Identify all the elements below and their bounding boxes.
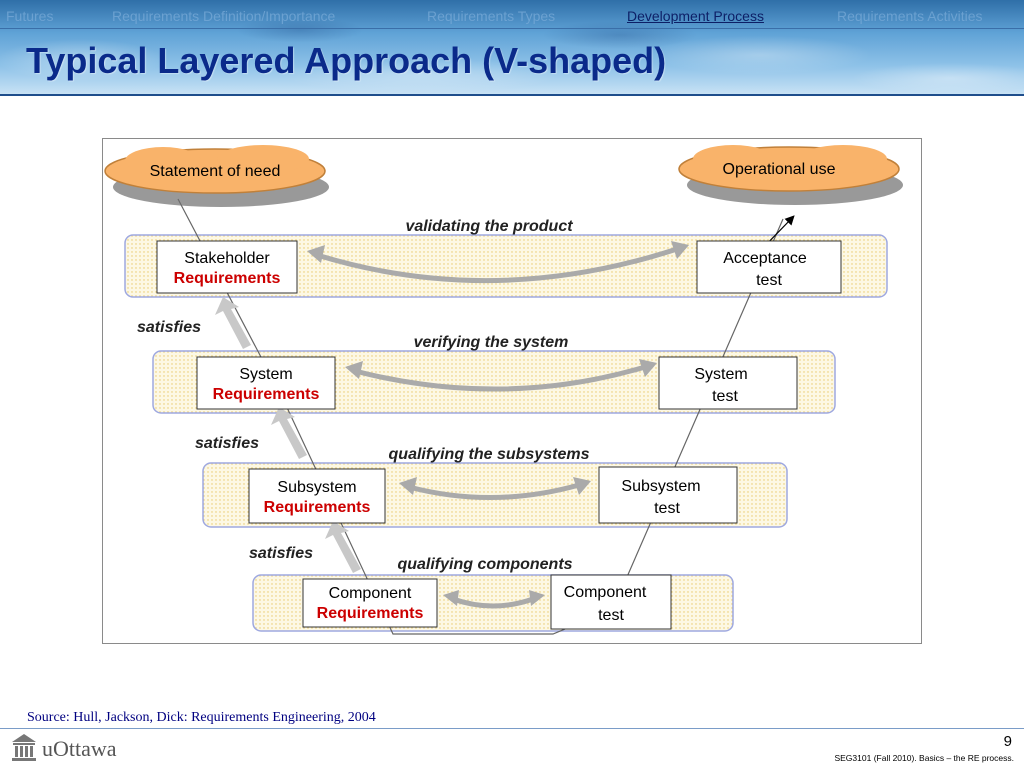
nav-item-development-process[interactable]: Development Process — [627, 8, 764, 24]
layer-3-caption: qualifying the subsystems — [389, 446, 590, 463]
qualify-components-arrow — [452, 596, 534, 609]
statement-of-need-cloud: Statement of need — [104, 145, 329, 207]
uottawa-logo-text: uOttawa — [42, 736, 117, 761]
nav-item-definition[interactable]: Requirements Definition/Importance — [112, 8, 336, 24]
satisfies-arrow-1 — [215, 297, 251, 349]
uottawa-building-icon — [10, 732, 38, 767]
verify-curve-arrow — [354, 364, 646, 392]
svg-text:Subsystem: Subsystem — [621, 478, 700, 495]
component-requirements-box: Component Requirements — [302, 578, 438, 628]
system-requirements-box: System Requirements — [196, 356, 336, 410]
operational-use-cloud: Operational use — [678, 145, 903, 205]
svg-text:test: test — [756, 272, 782, 289]
layer-4-caption: qualifying components — [397, 556, 572, 573]
satisfies-label-2: satisfies — [195, 435, 259, 452]
layer-1-caption: validating the product — [405, 218, 573, 235]
system-test-box: System test — [658, 356, 798, 410]
svg-text:test: test — [712, 388, 738, 405]
svg-text:Component: Component — [329, 585, 412, 602]
svg-text:test: test — [654, 500, 680, 517]
section-nav: Futures Requirements Definition/Importan… — [0, 6, 1024, 28]
statement-of-need-label: Statement of need — [150, 163, 281, 180]
nav-divider — [0, 28, 1024, 29]
nav-item-futures[interactable]: Futures — [6, 8, 54, 24]
subsystem-test-box: Subsystem test — [598, 466, 738, 524]
uottawa-logo: uOttawa — [10, 733, 117, 765]
satisfies-label-3: satisfies — [249, 545, 313, 562]
slide-title: Typical Layered Approach (V-shaped) — [26, 40, 667, 81]
satisfies-label-1: satisfies — [137, 319, 201, 336]
v-model-svg: Statement of need Operational use valida… — [104, 145, 903, 635]
page-number: 9 — [1003, 733, 1012, 750]
svg-text:Requirements: Requirements — [213, 386, 320, 403]
svg-text:Component: Component — [564, 584, 647, 601]
svg-text:System: System — [694, 366, 747, 383]
svg-text:Stakeholder: Stakeholder — [184, 250, 270, 267]
svg-text:Acceptance: Acceptance — [723, 250, 807, 267]
acceptance-test-box: Acceptance test — [696, 240, 842, 294]
svg-text:System: System — [239, 366, 292, 383]
subsystem-requirements-box: Subsystem Requirements — [248, 468, 386, 524]
slide-header: Futures Requirements Definition/Importan… — [0, 0, 1024, 94]
nav-item-types[interactable]: Requirements Types — [427, 8, 556, 24]
svg-text:Subsystem: Subsystem — [277, 479, 356, 496]
satisfies-arrow-3 — [325, 521, 361, 573]
svg-text:Requirements: Requirements — [317, 605, 424, 622]
course-footer: SEG3101 (Fall 2010). Basics – the RE pro… — [834, 753, 1014, 763]
header-divider — [0, 94, 1024, 96]
validate-curve-arrow — [316, 246, 678, 284]
source-citation: Source: Hull, Jackson, Dick: Requirement… — [27, 710, 376, 725]
stakeholder-requirements-box: Stakeholder Requirements — [156, 240, 298, 294]
v-model-diagram: Statement of need Operational use valida… — [102, 138, 922, 644]
layer-2-caption: verifying the system — [414, 334, 569, 351]
footer-divider — [0, 728, 1024, 729]
satisfies-arrow-2 — [271, 407, 307, 459]
qualify-subsystems-arrow — [408, 482, 580, 500]
svg-text:test: test — [598, 607, 624, 624]
svg-text:Requirements: Requirements — [174, 270, 281, 287]
nav-item-activities[interactable]: Requirements Activities — [837, 8, 983, 24]
component-test-box: Component test — [550, 574, 672, 630]
operational-use-label: Operational use — [723, 161, 836, 178]
svg-text:Requirements: Requirements — [264, 499, 371, 516]
